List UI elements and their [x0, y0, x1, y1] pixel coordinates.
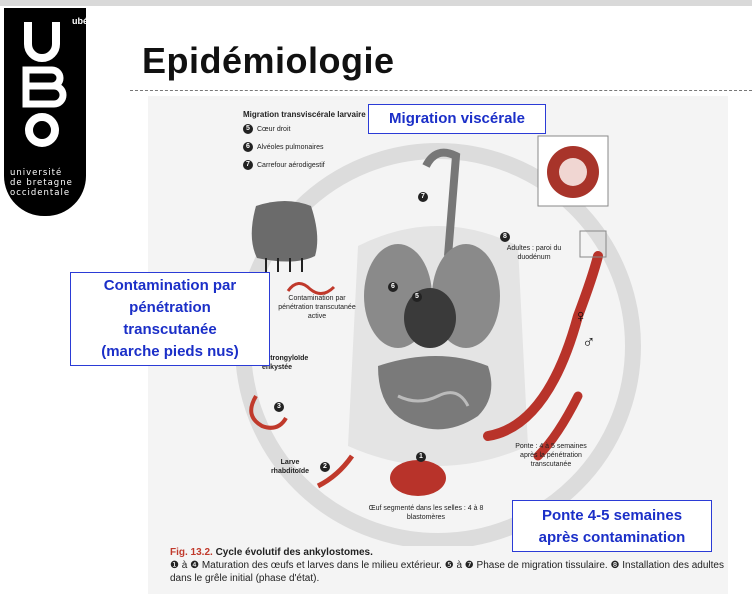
- egg: [390, 460, 446, 496]
- univ-line-2: de bretagne: [10, 178, 86, 188]
- caption-body: ❶ à ❹ Maturation des œufs et larves dans…: [170, 560, 724, 584]
- slide-title: Epidémiologie: [142, 40, 395, 82]
- female-symbol: ♀: [574, 306, 588, 327]
- ubo-logo: ubé université de bretagne occidentale: [4, 8, 86, 216]
- callout-contamination: Contamination par pénétration transcutan…: [70, 272, 270, 366]
- legend-num-6: 6: [243, 142, 253, 152]
- callout-ponte: Ponte 4-5 semaines après contamination: [512, 500, 712, 552]
- label-larve-rhabditoide: Larve rhabditoïde: [262, 458, 318, 476]
- legend-label-7: Carrefour aérodigestif: [257, 161, 325, 170]
- foot: [252, 201, 318, 262]
- callout-ponte-line-2: après contamination: [513, 527, 711, 549]
- step-6: 6: [388, 282, 398, 292]
- callout-ponte-line-1: Ponte 4-5 semaines: [513, 505, 711, 527]
- step-7: 7: [418, 192, 428, 202]
- label-oeuf: Œuf segmenté dans les selles : 4 à 8 bla…: [366, 504, 486, 522]
- univ-line-1: université: [10, 168, 86, 178]
- callout-contamination-line-1: Contamination par: [71, 275, 269, 297]
- callout-contamination-line-2: pénétration: [71, 297, 269, 319]
- label-ponte: Ponte : 4 à 5 semaines après la pénétrat…: [506, 442, 596, 469]
- title-dashed-rule: [130, 90, 752, 91]
- top-divider: [0, 0, 752, 6]
- univ-line-3: occidentale: [10, 188, 86, 198]
- callout-contamination-line-3: transcutanée: [71, 319, 269, 341]
- legend-label-6: Alvéoles pulmonaires: [257, 143, 324, 152]
- male-symbol: ♂: [582, 332, 596, 353]
- legend-num-5: 5: [243, 124, 253, 134]
- ube-badge: ubé: [72, 16, 88, 26]
- label-contamination: Contamination par pénétration transcutan…: [272, 294, 362, 321]
- callout-contamination-line-4: (marche pieds nus): [71, 341, 269, 363]
- larva-penetrating: [288, 283, 334, 293]
- step-8: 8: [500, 232, 510, 242]
- legend-num-7: 7: [243, 160, 253, 170]
- ubo-logo-letters: [4, 8, 86, 158]
- legend-label-5: Cœur droit: [257, 125, 290, 134]
- step-3: 3: [274, 402, 284, 412]
- label-adultes: Adultes : paroi du duodénum: [504, 244, 564, 262]
- university-name: université de bretagne occidentale: [10, 168, 86, 198]
- callout-migration: Migration viscérale: [368, 104, 546, 134]
- step-2: 2: [320, 462, 330, 472]
- caption-label: Fig. 13.2.: [170, 547, 213, 558]
- step-1: 1: [416, 452, 426, 462]
- step-5: 5: [412, 292, 422, 302]
- caption-title: Cycle évolutif des ankylostomes.: [216, 547, 373, 558]
- legend-title: Migration transviscérale larvaire :: [243, 110, 371, 119]
